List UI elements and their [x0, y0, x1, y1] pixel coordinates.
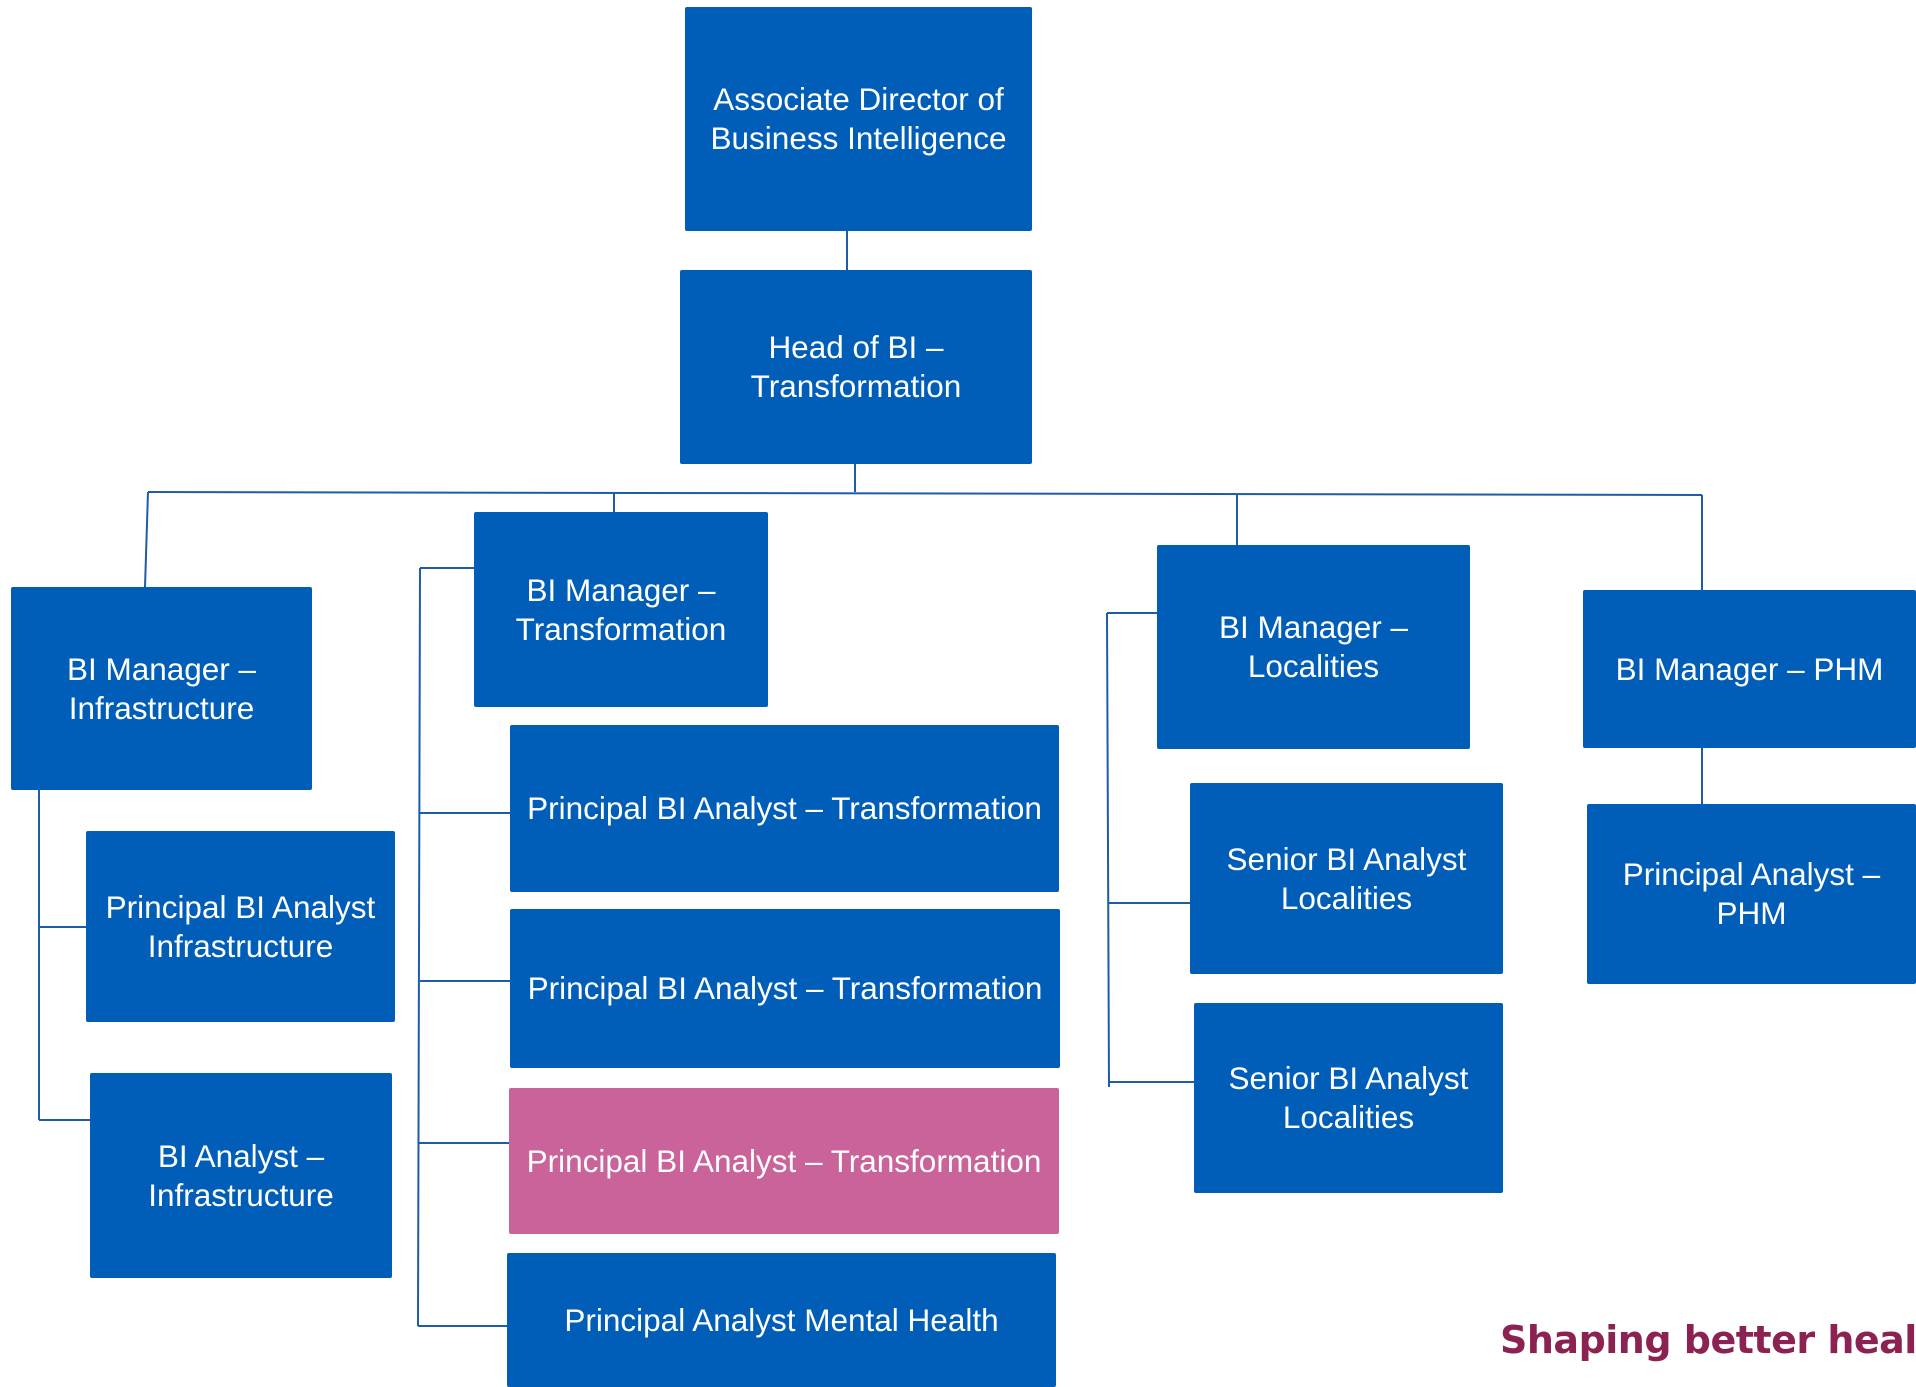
tagline-logo-text: Shaping better health: [1500, 1318, 1916, 1362]
org-box-label: BI Manager – Transformation: [515, 571, 727, 647]
org-box-label: Principal BI Analyst Infrastructure: [105, 888, 376, 964]
org-box-senior-bi-analyst-localities-2: Senior BI Analyst Localities: [1194, 1003, 1503, 1193]
org-box-label: Head of BI – Transformation: [750, 329, 962, 404]
connector-bus: [147, 491, 1703, 496]
org-box-principal-bi-analyst-transformation-3-highlighted: Principal BI Analyst – Transformation: [509, 1088, 1059, 1234]
org-box-label: Principal Analyst – PHM: [1622, 856, 1881, 931]
connector-transf-spine: [417, 567, 421, 1327]
org-box-label: BI Manager – Infrastructure: [66, 650, 257, 726]
org-box-associate-director: Associate Director of Business Intellige…: [685, 7, 1032, 231]
org-box-principal-analyst-mental-health: Principal Analyst Mental Health: [507, 1253, 1056, 1387]
org-box-label: Principal Analyst Mental Health: [564, 1301, 999, 1338]
org-box-head-of-bi: Head of BI – Transformation: [680, 270, 1032, 464]
org-box-principal-bi-analyst-transformation-2: Principal BI Analyst – Transformation: [510, 909, 1060, 1068]
org-box-label: Senior BI Analyst Localities: [1228, 1060, 1469, 1135]
org-box-label: Principal BI Analyst – Transformation: [527, 790, 1042, 827]
org-box-bi-manager-transformation: BI Manager – Transformation: [474, 512, 768, 707]
org-box-principal-bi-analyst-transformation-1: Principal BI Analyst – Transformation: [510, 725, 1059, 892]
org-box-principal-bi-analyst-infrastructure: Principal BI Analyst Infrastructure: [86, 831, 395, 1022]
org-box-bi-manager-phm: BI Manager – PHM: [1583, 590, 1916, 748]
org-box-senior-bi-analyst-localities-1: Senior BI Analyst Localities: [1190, 783, 1503, 974]
org-box-label: Principal BI Analyst – Transformation: [527, 970, 1043, 1007]
connector-local-spine: [1106, 612, 1110, 1088]
org-box-label: BI Analyst – Infrastructure: [148, 1137, 334, 1213]
org-box-bi-manager-infrastructure: BI Manager – Infrastructure: [11, 587, 312, 790]
org-box-label: BI Manager – PHM: [1615, 650, 1884, 687]
org-box-label: Senior BI Analyst Localities: [1226, 840, 1467, 916]
org-box-bi-manager-localities: BI Manager – Localities: [1157, 545, 1470, 749]
org-box-principal-analyst-phm: Principal Analyst – PHM: [1587, 804, 1916, 984]
org-box-bi-analyst-infrastructure: BI Analyst – Infrastructure: [90, 1073, 392, 1278]
connector-bus-infra: [144, 491, 149, 588]
org-box-label: Principal BI Analyst – Transformation: [526, 1142, 1042, 1179]
org-box-label: Associate Director of Business Intellige…: [710, 81, 1007, 156]
org-box-label: BI Manager – Localities: [1218, 609, 1409, 684]
